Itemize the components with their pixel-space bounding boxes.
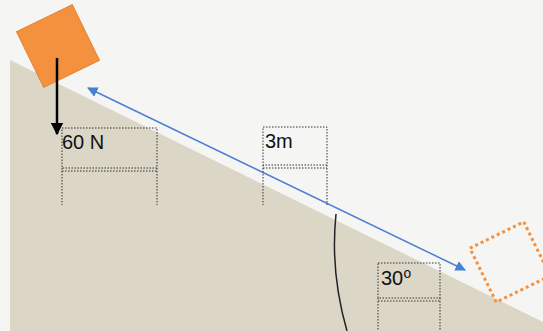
distance-label: 3m: [265, 131, 293, 151]
distance-arrow: [88, 88, 465, 270]
angle-label: 30⁰: [381, 268, 411, 288]
force-label: 60 N: [62, 132, 104, 152]
angle-arc: [334, 214, 347, 331]
weight-arrow: [56, 58, 59, 134]
inclined-plane: [10, 60, 543, 331]
label-frames: [62, 127, 440, 331]
block-final-position: [470, 222, 543, 302]
